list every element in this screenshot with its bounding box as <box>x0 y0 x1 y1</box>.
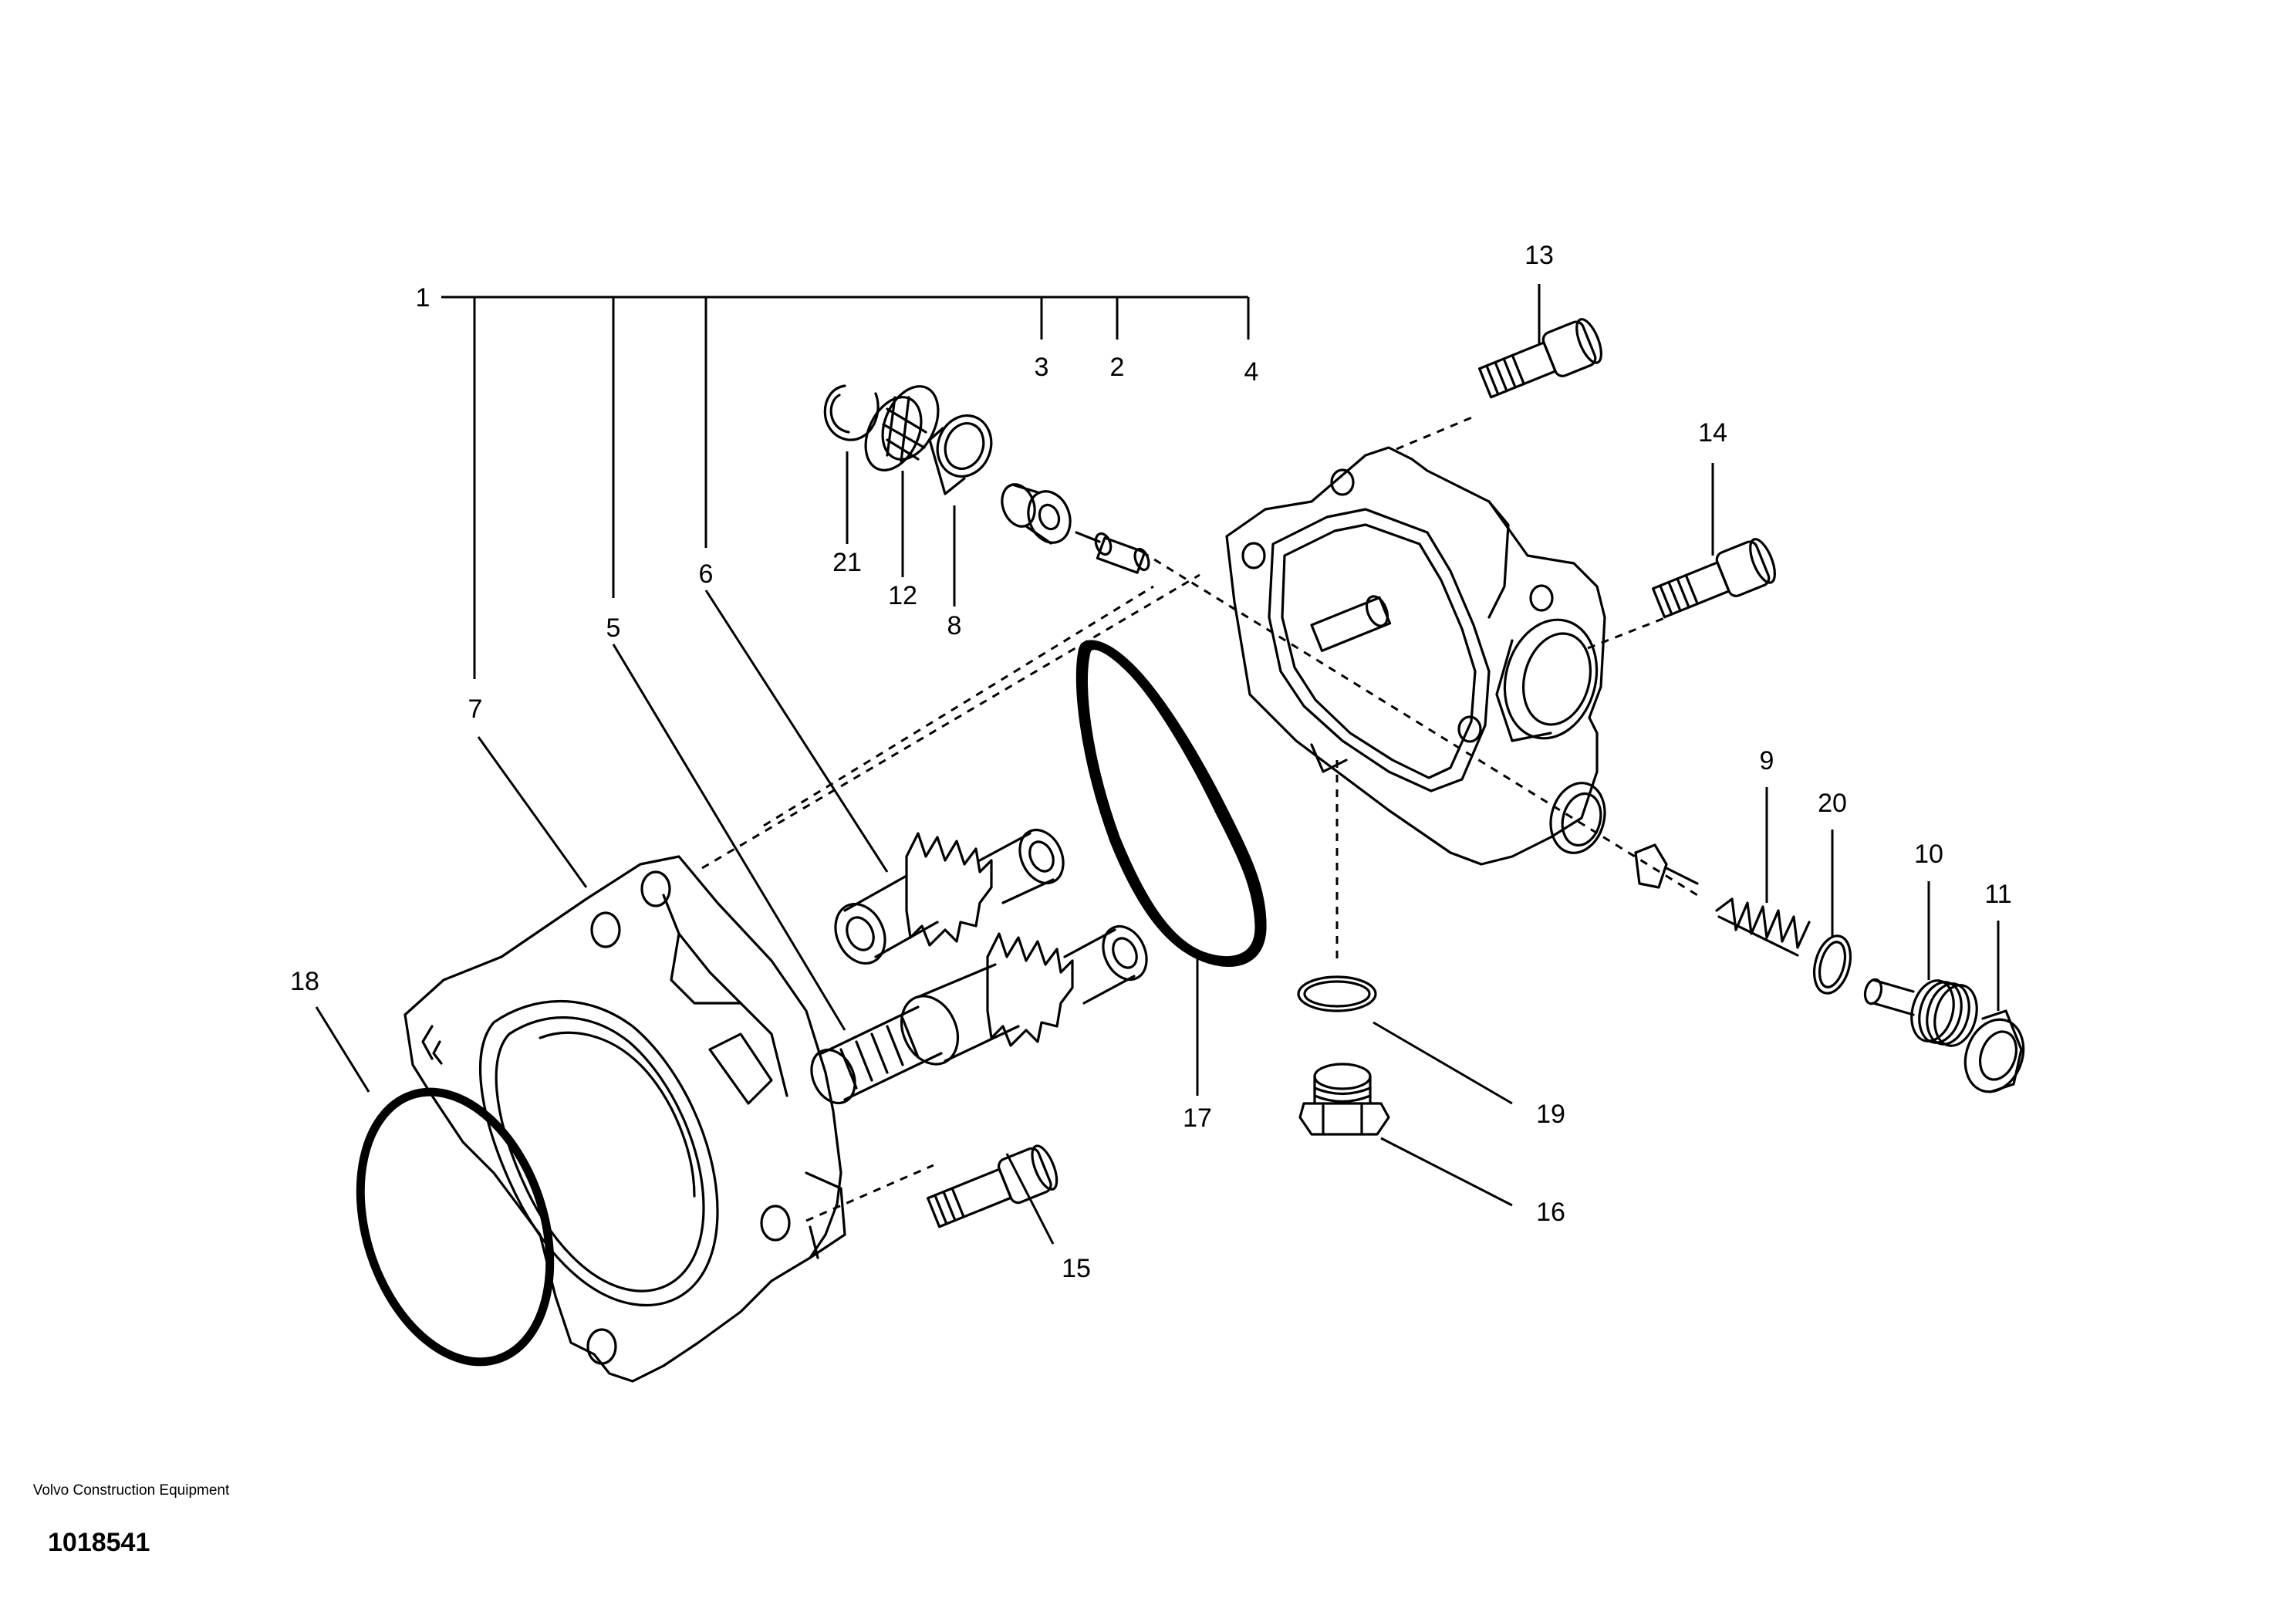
o-ring-18 <box>356 1087 555 1367</box>
callout-5: 5 <box>606 613 621 643</box>
callout-8: 8 <box>947 611 962 640</box>
gasket-17-outline <box>1077 640 1265 966</box>
drawing-number: 1018541 <box>48 1528 150 1557</box>
poppet-2 <box>1075 531 1150 574</box>
callout-20: 20 <box>1818 789 1847 818</box>
o-ring-19 <box>1297 975 1377 1012</box>
callout-9: 9 <box>1760 746 1774 776</box>
assembly-bracket <box>441 296 1250 679</box>
o-ring-20 <box>1812 934 1852 995</box>
callout-21: 21 <box>832 548 862 577</box>
valve-seat-3 <box>1001 483 1072 545</box>
callout-4: 4 <box>1244 357 1259 387</box>
callout-1: 1 <box>416 283 430 313</box>
gear-shaft-6 <box>834 828 1065 965</box>
manufacturer-label: Volvo Construction Equipment <box>32 1482 230 1499</box>
cap-screw-13 <box>1478 318 1602 399</box>
callout-15: 15 <box>1062 1254 1091 1283</box>
cap-screw-15 <box>927 1144 1059 1228</box>
pump-cover-4 <box>1225 446 1606 866</box>
callout-10: 10 <box>1914 840 1943 869</box>
callout-3: 3 <box>1035 353 1049 382</box>
pump-body-7 <box>403 855 846 1383</box>
spring-9 <box>1715 897 1811 957</box>
callout-19: 19 <box>1536 1100 1565 1129</box>
callout-14: 14 <box>1698 418 1727 448</box>
bushing-8 <box>928 414 993 495</box>
snap-ring-21 <box>823 384 880 441</box>
callout-13: 13 <box>1524 241 1554 270</box>
callout-2: 2 <box>1110 353 1125 382</box>
leader-lines <box>315 284 2000 1245</box>
callout-6: 6 <box>699 559 714 589</box>
callout-17: 17 <box>1183 1103 1212 1133</box>
callout-11: 11 <box>1984 880 2011 909</box>
spring-seat <box>1634 843 1699 889</box>
callout-7: 7 <box>468 694 483 724</box>
callout-16: 16 <box>1536 1198 1565 1227</box>
gear-shaft-5 <box>810 924 1148 1105</box>
callout-18: 18 <box>290 967 319 996</box>
strainer-12 <box>864 385 940 471</box>
callout-12: 12 <box>888 581 917 610</box>
cap-screw-14 <box>1652 538 1776 619</box>
lock-nut-11 <box>1963 1009 2025 1093</box>
plug-16 <box>1298 1063 1390 1136</box>
adjusting-screw-10 <box>1863 978 1978 1047</box>
